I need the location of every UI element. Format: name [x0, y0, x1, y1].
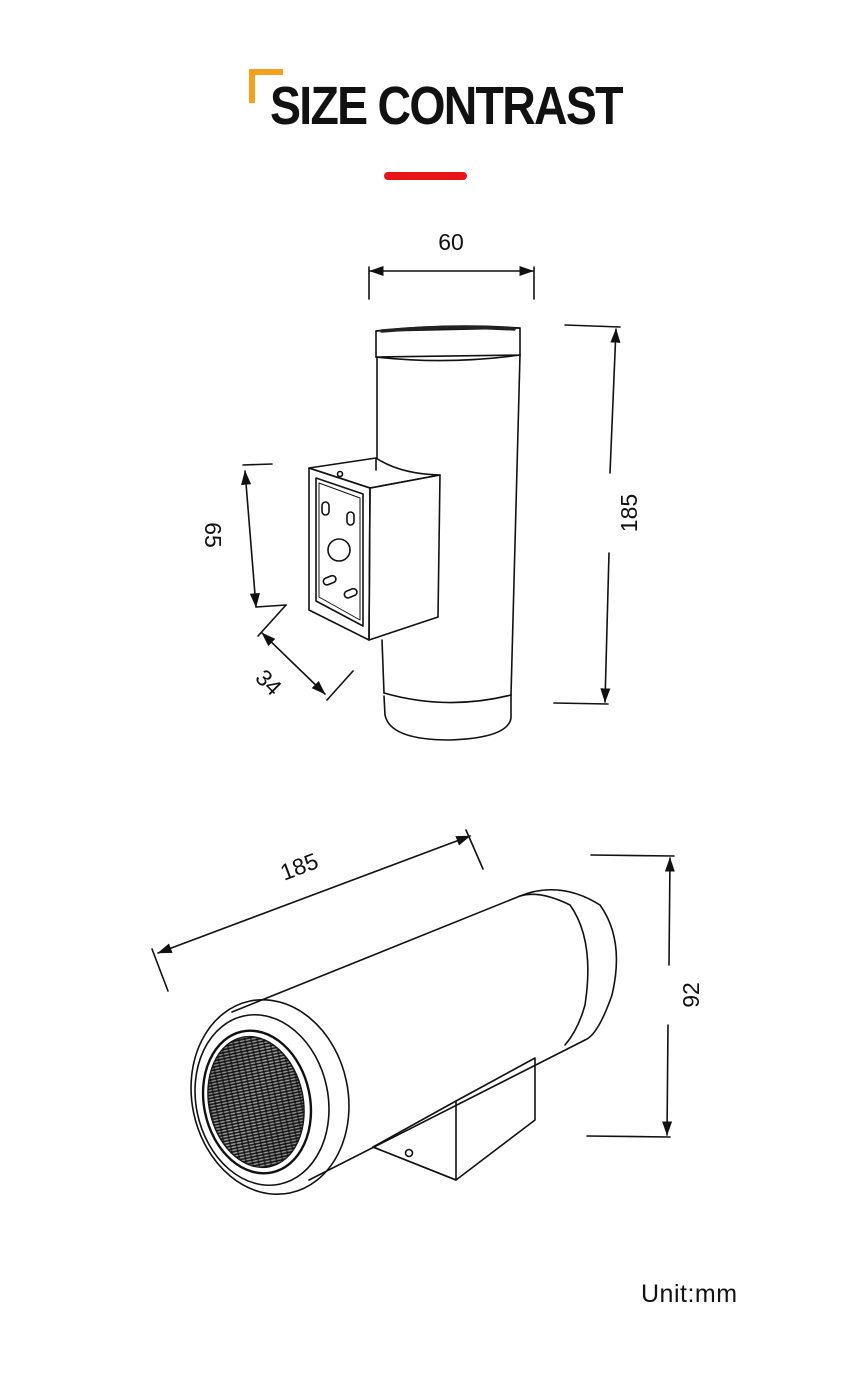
upright-height-label: 185: [616, 494, 642, 532]
upright-width-label: 60: [438, 229, 464, 255]
upright-lamp-drawing: [308, 325, 521, 741]
title-block: SIZE CONTRAST: [0, 66, 850, 146]
bracket-height-label: 65: [200, 522, 226, 548]
horizontal-length-label: 185: [277, 848, 322, 886]
upright-dimensions: [241, 265, 621, 705]
horizontal-height-label: 92: [678, 982, 704, 1008]
horizontal-dimensions: [151, 829, 675, 1138]
page-title: SIZE CONTRAST: [270, 76, 623, 136]
bracket-depth-label: 34: [250, 664, 287, 701]
title-underline: [384, 172, 467, 180]
title-corner-accent: [249, 69, 283, 103]
horizontal-lamp-drawing: [190, 888, 618, 1196]
unit-label: Unit:mm: [641, 1280, 738, 1308]
